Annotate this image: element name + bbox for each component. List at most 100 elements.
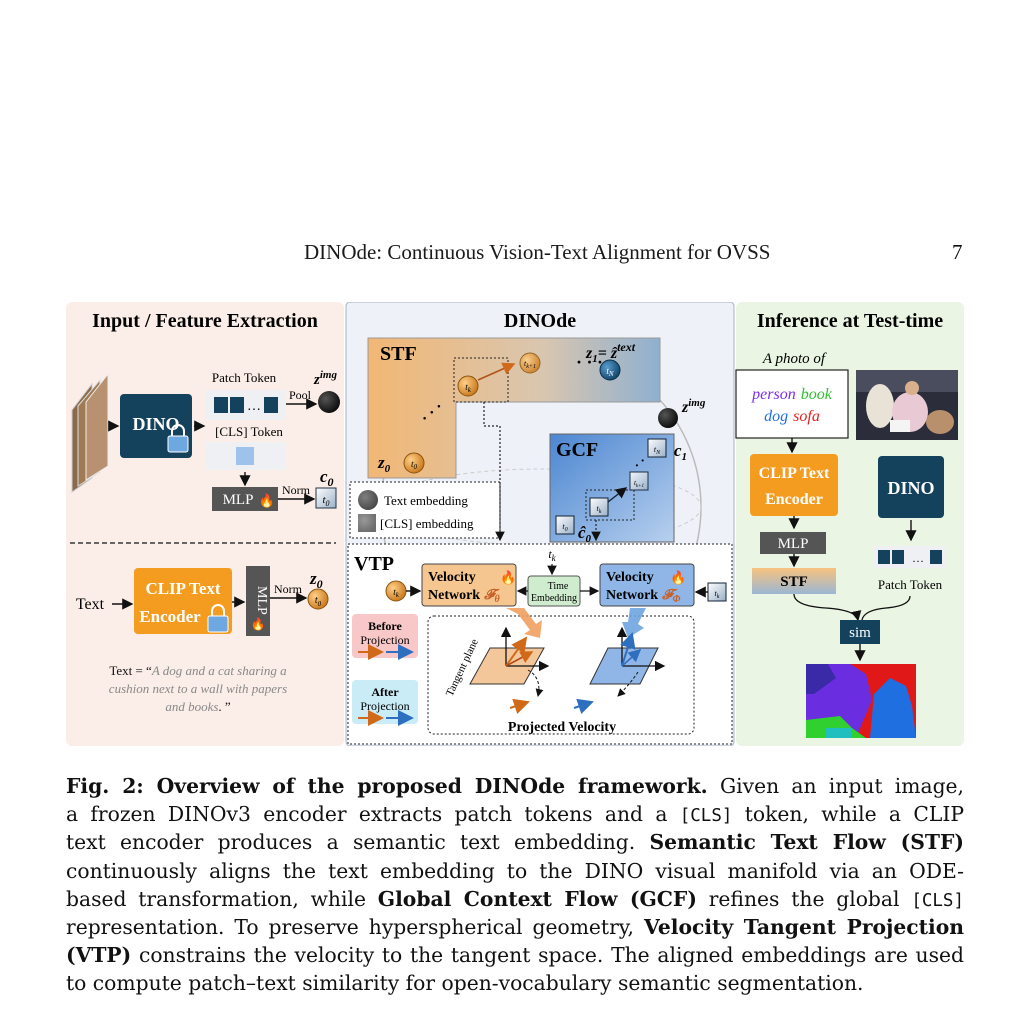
text-example-line-3: and books. ” <box>165 699 231 714</box>
caption-text-segment: a frozen DINOv3 encoder extracts patch t… <box>66 802 680 827</box>
stf-box-right <box>752 568 836 594</box>
sim-box <box>840 620 880 644</box>
clip-right-line-2: Encoder <box>765 491 823 508</box>
trainable-flame-icon: 🔥 <box>500 570 516 585</box>
stf-ellipsis: · · · <box>576 352 603 372</box>
clip-right-line-1: CLIP Text <box>759 465 830 482</box>
t0-node <box>403 452 425 474</box>
framework-diagram: Input / Feature Extraction DINO Patch To… <box>66 301 964 747</box>
stf-label: STF <box>380 343 417 365</box>
caption-bold-text: (VTP) <box>66 943 132 968</box>
stf-right-label: STF <box>780 574 808 590</box>
c0-hat-node-label: t0 <box>562 522 567 533</box>
before-line-2: Projection <box>360 633 409 647</box>
c0-cls-node <box>315 487 337 509</box>
caption-text-segment: based transformation, while <box>66 886 378 911</box>
trainable-flame-icon: 🔥 <box>251 617 266 631</box>
frozen-lock-icon <box>207 604 229 633</box>
mlp-label: MLP <box>223 492 254 508</box>
cls-token-label: [CLS] Token <box>215 424 283 439</box>
caption-text-segment: constrains the velocity to the tangent s… <box>131 943 964 968</box>
gcf-label: GCF <box>556 439 598 461</box>
tk-node-label: tk <box>465 382 472 394</box>
patch-token-right-label: Patch Token <box>878 577 943 592</box>
c1-node-label: tN <box>654 445 661 456</box>
gcf-tk-label: tk <box>597 504 602 515</box>
legend-text-embedding: Text embedding <box>384 493 468 508</box>
clip-line-1: CLIP Text <box>145 579 220 598</box>
test-image <box>856 370 958 440</box>
vn-phi-line-1: Velocity <box>606 570 654 585</box>
z1-label: z1= ẑtext <box>585 340 636 365</box>
norm-label-2: Norm <box>274 582 303 596</box>
prompt-label: A photo of <box>762 351 827 367</box>
caption-bold-text: Fig. 2: Overview of the proposed DINOde … <box>66 774 708 798</box>
vtp-label: VTP <box>354 553 394 575</box>
pool-label: Pool <box>289 388 312 402</box>
dino-right-label: DINO <box>887 478 934 498</box>
clip-line-2: Encoder <box>139 607 201 626</box>
text-label: Text <box>76 596 105 613</box>
patch-token-1 <box>214 397 228 413</box>
c0-hat-node <box>555 515 575 535</box>
caption-text-segment: continuously aligns the text embedding t… <box>66 858 964 883</box>
trainable-flame-icon: 🔥 <box>259 493 275 508</box>
caption-line: continuously aligns the text embedding t… <box>66 857 964 885</box>
z0-center-label: z0 <box>377 453 391 475</box>
page-number: 7 <box>952 240 963 264</box>
c1-label: c1 <box>674 441 687 463</box>
gcf-tk-node <box>589 497 609 517</box>
caption-line: text encoder produces a semantic text em… <box>66 828 964 856</box>
z0-node <box>307 588 329 610</box>
cls-token-box <box>236 447 254 465</box>
patch-token-label: Patch Token <box>212 370 277 385</box>
right-patch-2 <box>892 550 904 564</box>
class-names-box <box>735 369 849 439</box>
caption-bold-text: Global Context Flow (GCF) <box>377 886 697 911</box>
left-panel-title: Input / Feature Extraction <box>92 310 318 332</box>
caption-line: representation. To preserve hyperspheric… <box>66 913 964 941</box>
panel-inference: Inference at Test-time A photo of person… <box>735 302 964 746</box>
gcf-tk1-label: tk+1 <box>634 479 644 489</box>
velocity-network-theta <box>421 563 517 607</box>
right-patch-1 <box>878 550 890 564</box>
vn-theta-line-1: Velocity <box>428 570 476 585</box>
patch-token-2 <box>230 397 244 413</box>
caption-line: (VTP) constrains the velocity to the tan… <box>66 941 964 969</box>
panel-input-feature-extraction: Input / Feature Extraction DINO Patch To… <box>66 302 344 746</box>
left-panel-bg <box>66 302 344 746</box>
z-img-center-label: zimg <box>681 397 706 416</box>
caption-line: a frozen DINOv3 encoder extracts patch t… <box>66 800 964 828</box>
legend-cls-swatch <box>358 514 376 532</box>
right-patch-n <box>930 550 942 564</box>
z0-t0-label: t0 <box>315 595 322 608</box>
z0-label: z0 <box>309 569 323 591</box>
input-image-stack <box>71 372 109 493</box>
sim-label: sim <box>849 625 871 641</box>
mlp-box-text <box>246 566 270 636</box>
c0-label: c0 <box>320 467 334 489</box>
tN-node <box>599 359 621 381</box>
time-tk-label: tk <box>548 547 556 563</box>
patch-token-n <box>264 397 278 413</box>
caption-code-text: [CLS] <box>679 806 733 827</box>
z-img-label: zimg <box>313 369 337 388</box>
caption-text-segment: token, while a CLIP <box>732 802 964 827</box>
dino-label: DINO <box>132 414 179 434</box>
time-embedding-line-1: Time <box>548 581 569 592</box>
figure-2: Input / Feature Extraction DINO Patch To… <box>66 301 964 747</box>
tN-node-label: tN <box>606 366 614 378</box>
t0-node-label: t0 <box>411 459 418 471</box>
velocity-network-phi <box>599 563 695 607</box>
caption-code-text: [CLS] <box>911 890 964 911</box>
mlp-box-image <box>212 487 278 511</box>
segmentation-map <box>806 664 916 738</box>
c1-cls-node <box>647 438 667 458</box>
before-line-1: Before <box>368 619 402 633</box>
gcf-tk1-node <box>629 471 649 491</box>
center-panel-title: DINOde <box>504 310 576 332</box>
